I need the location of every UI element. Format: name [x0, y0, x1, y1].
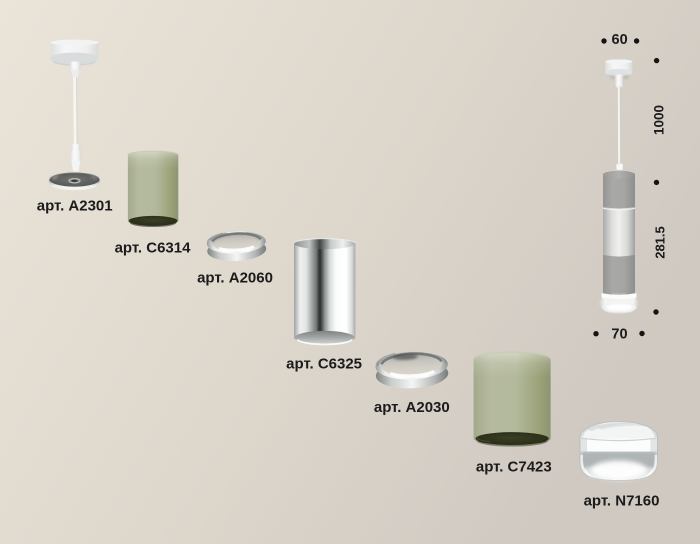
svg-text:1000: 1000: [651, 105, 666, 135]
svg-text:арт. C7423: арт. C7423: [476, 459, 552, 476]
svg-text:60: 60: [612, 32, 628, 48]
svg-text:арт. C6325: арт. C6325: [286, 356, 362, 373]
svg-text:арт. C6314: арт. C6314: [115, 240, 192, 257]
svg-text:281.5: 281.5: [653, 226, 668, 259]
svg-text:арт. N7160: арт. N7160: [584, 493, 660, 510]
svg-text:арт. A2030: арт. A2030: [374, 399, 450, 416]
svg-text:арт. A2301: арт. A2301: [37, 198, 113, 215]
svg-text:арт. A2060: арт. A2060: [197, 270, 273, 287]
svg-text:70: 70: [611, 327, 627, 343]
